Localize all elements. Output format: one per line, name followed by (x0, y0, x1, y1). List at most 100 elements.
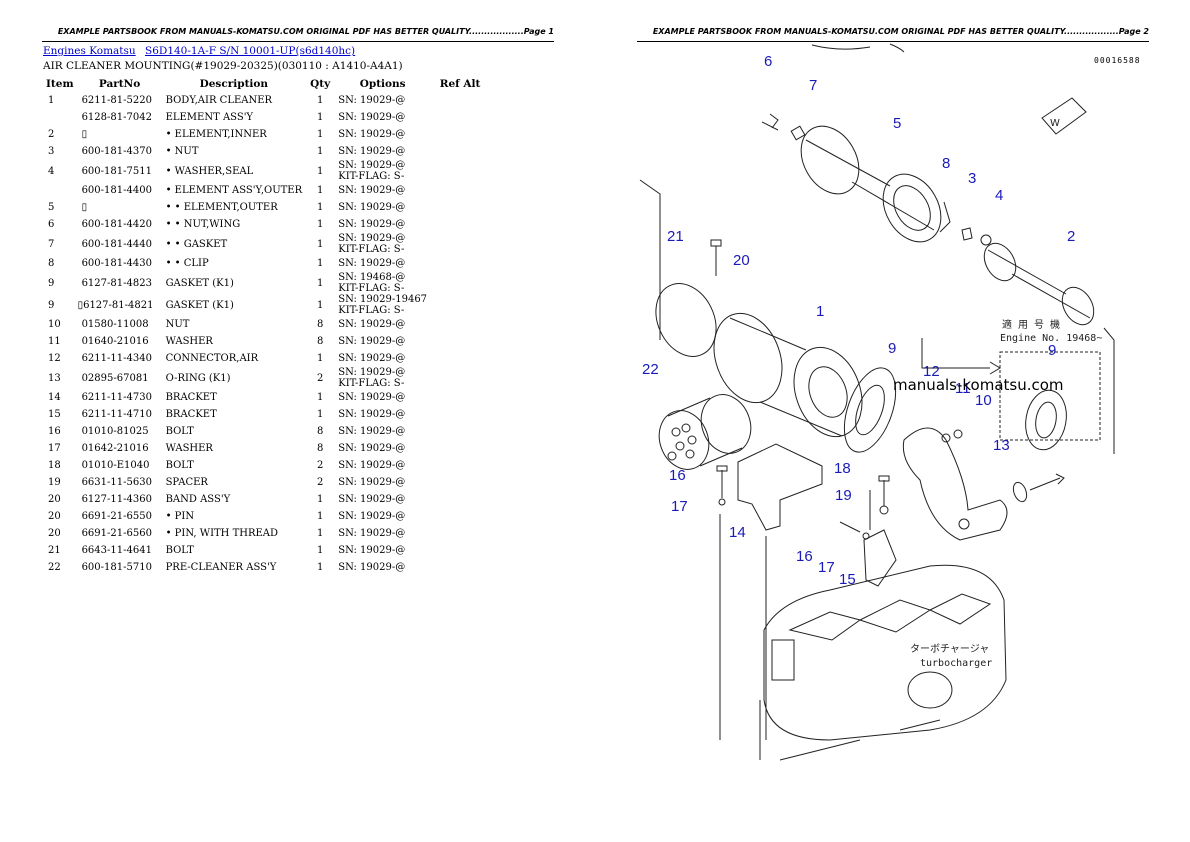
qty-cell: 8 (317, 443, 324, 454)
callout-number: 5 (893, 115, 901, 132)
item-cell: 15 (48, 409, 61, 420)
ref-alt-cell (431, 423, 489, 440)
item-cell: 10 (48, 319, 61, 330)
callout-number: 10 (975, 392, 992, 409)
description-cell: • • NUT,WING (165, 219, 241, 230)
table-header-row: Item PartNo Description Qty Options Ref … (42, 76, 489, 92)
column-header-description: Description (199, 78, 269, 90)
qty-cell: 1 (317, 392, 324, 403)
item-cell: 20 (48, 528, 61, 539)
missing-glyph-icon: ▯ (77, 299, 84, 311)
item-cell: 20 (48, 511, 61, 522)
ref-alt-cell (431, 474, 489, 491)
item-cell: 11 (48, 336, 61, 347)
callout-number: 9 (888, 340, 896, 357)
item-cell: 5 (48, 202, 55, 213)
partno-cell: 600-181-4440 (81, 238, 152, 250)
callout-number: 8 (942, 155, 950, 172)
options-cell: SN: 19029-@KIT-FLAG: S- (334, 233, 431, 255)
column-header-ref-alt: Ref Alt (439, 78, 481, 90)
options-serial: SN: 19029-@ (338, 528, 406, 539)
diagram-doc-number: 00016588 (1094, 56, 1141, 65)
callout-number: 20 (733, 252, 750, 269)
description-cell: BOLT (165, 545, 194, 556)
partno-cell: 6691-21-6560 (81, 528, 152, 539)
qty-cell: 1 (317, 112, 324, 123)
partno-cell: 600-181-4430 (81, 258, 152, 269)
qty-cell: 8 (317, 319, 324, 330)
partno-cell: ▯ (78, 126, 162, 143)
options-cell: SN: 19029-@ (334, 457, 431, 474)
partno-cell: 600-181-4420 (81, 219, 152, 230)
callout-number: 12 (923, 363, 940, 380)
item-cell: 16 (48, 426, 61, 437)
description-cell: GASKET (K1) (165, 299, 234, 311)
partno-cell: 6127-11-4360 (81, 494, 152, 505)
ref-alt-cell (431, 440, 489, 457)
callout-number: 18 (834, 460, 851, 477)
options-cell: SN: 19029-@ (334, 182, 431, 199)
item-cell: 6 (48, 219, 55, 230)
options-serial: SN: 19029-@ (338, 367, 406, 378)
callout-number: 22 (642, 361, 659, 378)
description-cell: SPACER (165, 477, 208, 488)
qty-cell: 1 (317, 238, 324, 250)
description-cell: BOLT (165, 426, 194, 437)
options-cell: SN: 19029-@ (334, 255, 431, 272)
item-cell: 14 (48, 392, 61, 403)
options-cell: SN: 19029-@ (334, 389, 431, 406)
options-cell: SN: 19029-@KIT-FLAG: S- (334, 367, 431, 389)
callout-number: 7 (809, 77, 817, 94)
options-serial: SN: 19468-@ (338, 272, 406, 283)
partno-cell: 6691-21-6550 (81, 511, 152, 522)
options-cell: SN: 19468-@KIT-FLAG: S- (334, 272, 431, 294)
item-cell: 2 (48, 129, 55, 140)
qty-cell: 1 (317, 562, 324, 573)
description-cell: • • GASKET (165, 238, 228, 250)
breadcrumb-link-engines[interactable]: Engines Komatsu (43, 45, 136, 57)
ref-alt-cell (431, 367, 489, 389)
column-header-qty: Qty (310, 78, 331, 90)
item-cell: 17 (48, 443, 61, 454)
partno-cell: 600-181-7511 (81, 165, 152, 177)
partno-cell: 6643-11-4641 (81, 545, 152, 556)
description-cell: • WASHER,SEAL (165, 165, 254, 177)
parts-table: Item PartNo Description Qty Options Ref … (42, 76, 489, 576)
section-title: AIR CLEANER MOUNTING(#19029-20325)(03011… (43, 60, 403, 72)
callout-number: 17 (671, 498, 688, 515)
options-cell: SN: 19029-@ (334, 491, 431, 508)
options-serial: SN: 19029-@ (338, 443, 406, 454)
qty-cell: 2 (317, 477, 324, 488)
item-cell: 9 (48, 299, 55, 311)
qty-cell: 8 (317, 426, 324, 437)
ref-alt-cell (431, 508, 489, 525)
item-cell: 21 (48, 545, 61, 556)
options-serial: SN: 19029-@ (338, 336, 406, 347)
options-cell: SN: 19029-@ (334, 126, 431, 143)
item-cell (42, 109, 78, 126)
options-serial: SN: 19029-@ (338, 129, 406, 140)
callout-number: 16 (669, 467, 686, 484)
options-kit-flag: KIT-FLAG: S- (338, 378, 405, 389)
ref-alt-cell (431, 92, 489, 109)
partno-cell: ▯6127-81-4821 (77, 299, 154, 311)
partno-cell: 6211-81-5220 (81, 95, 152, 106)
qty-cell: 1 (317, 409, 324, 420)
ref-alt-cell (431, 216, 489, 233)
breadcrumb-link-model[interactable]: S6D140-1A-F S/N 10001-UP(s6d140hc) (145, 45, 356, 57)
callout-number: 13 (993, 437, 1010, 454)
callout-number: 11 (955, 380, 971, 397)
options-cell: SN: 19029-@ (334, 474, 431, 491)
description-cell: BOLT (165, 460, 194, 471)
